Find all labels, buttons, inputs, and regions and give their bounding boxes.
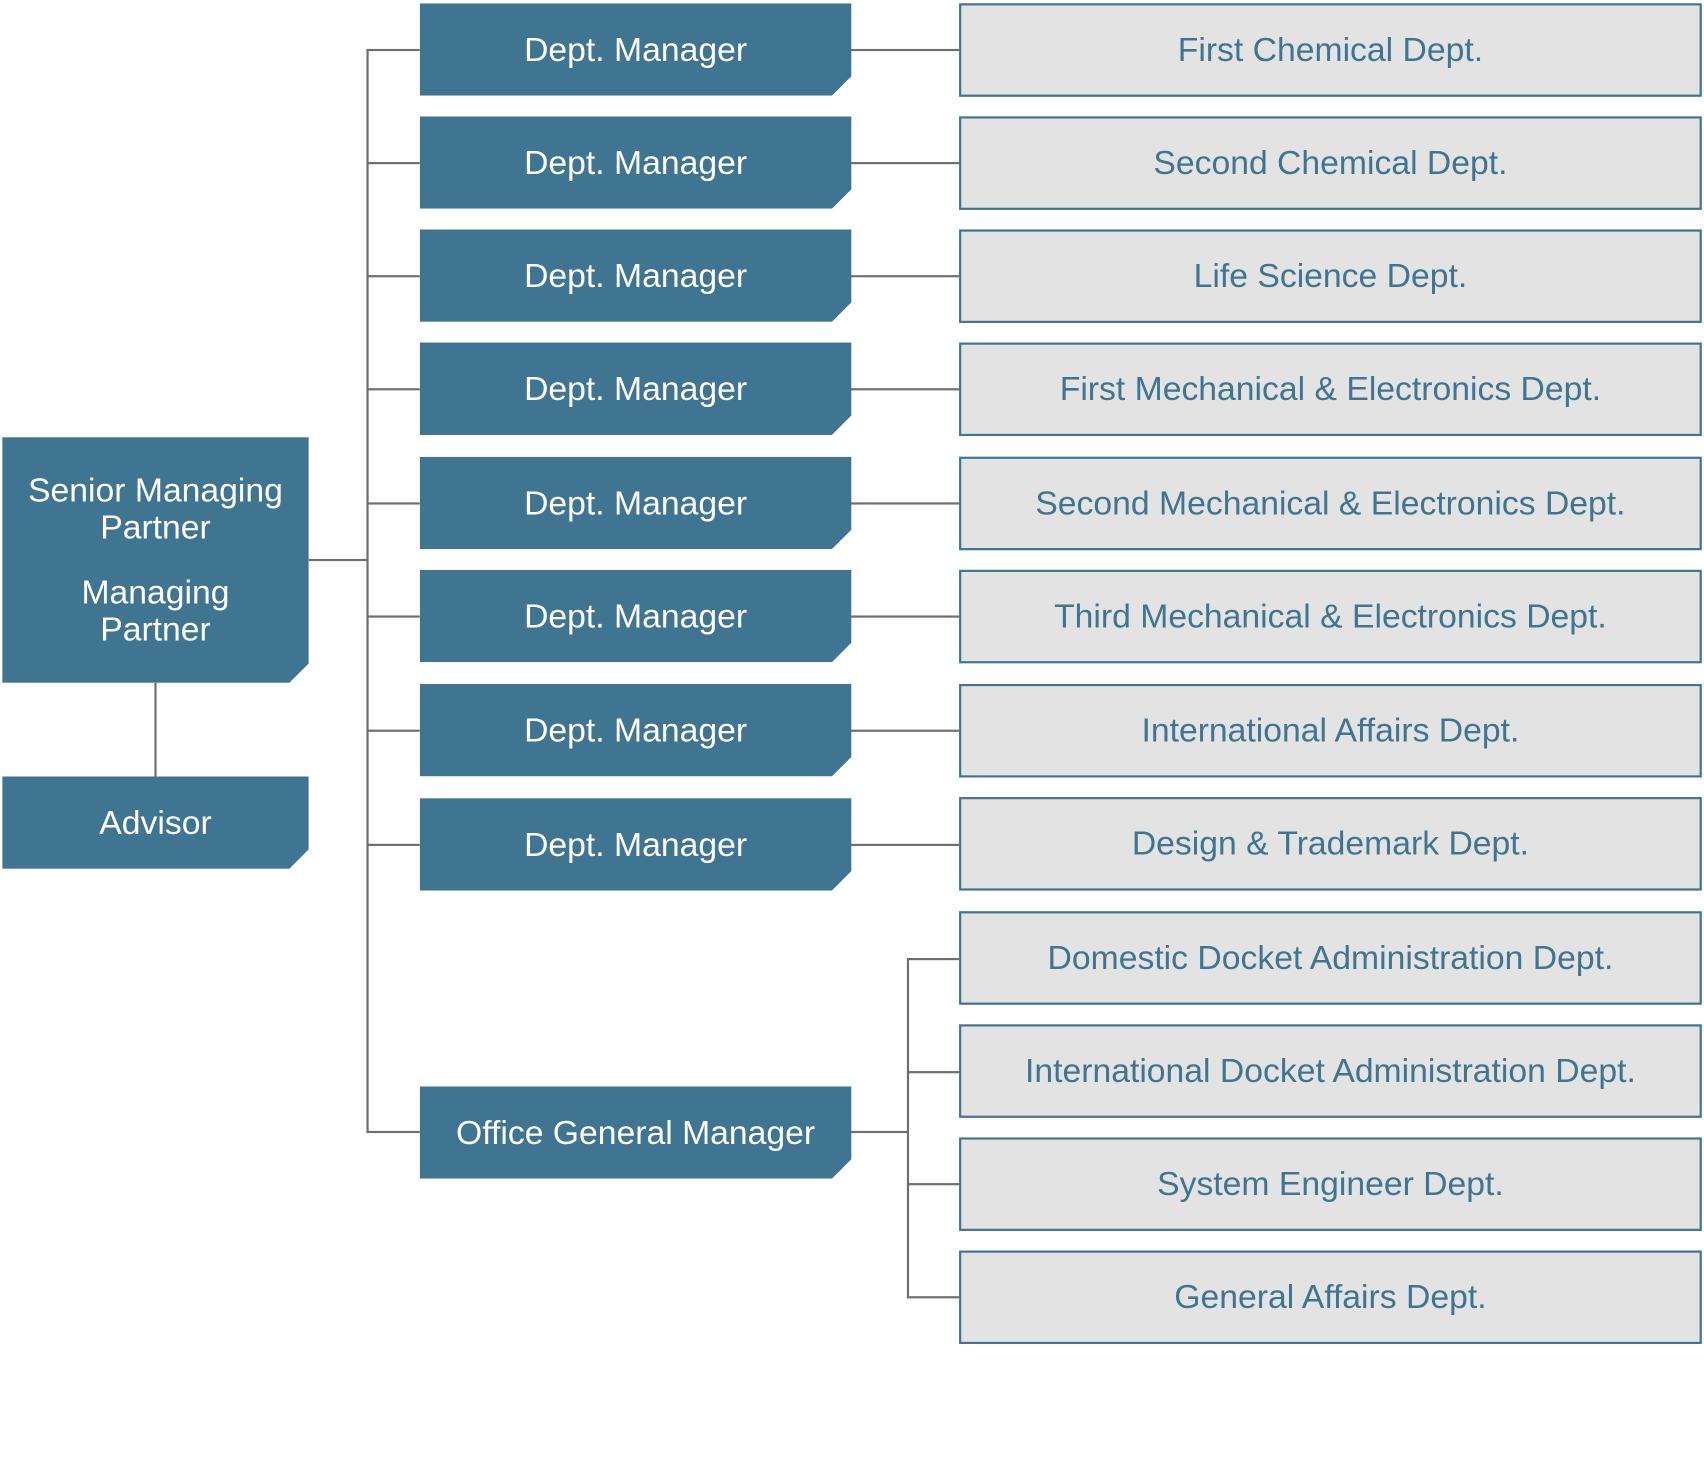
department-box: System Engineer Dept. (959, 1137, 1702, 1231)
connector (850, 275, 961, 278)
advisor-label: Advisor (99, 803, 212, 842)
office-general-manager-label: Office General Manager (456, 1112, 816, 1152)
connector (366, 48, 369, 1134)
connector (850, 48, 961, 52)
dept-manager-label: Dept. Manager (524, 29, 748, 68)
leadership-title: Senior Managing Partner (28, 470, 283, 546)
department-box: Second Chemical Dept. (959, 116, 1702, 210)
department-label: First Chemical Dept. (1177, 30, 1484, 69)
dept-manager-box: Dept. Manager (420, 3, 852, 95)
dept-manager-box: Dept. Manager (420, 570, 852, 662)
dept-manager-label: Dept. Manager (524, 369, 748, 408)
department-box: Life Science Dept. (959, 229, 1702, 323)
connector (850, 162, 961, 165)
department-box: Second Mechanical & Electronics Dept. (959, 456, 1702, 551)
department-label: Domestic Docket Administration Dept. (1047, 938, 1614, 977)
department-label: First Mechanical & Electronics Dept. (1059, 369, 1602, 408)
dept-manager-box: Dept. Manager (420, 798, 852, 890)
department-label: International Affairs Dept. (1141, 711, 1520, 750)
connector (366, 1130, 420, 1134)
department-label: Third Mechanical & Electronics Dept. (1054, 596, 1607, 636)
dept-manager-label: Dept. Manager (524, 142, 748, 182)
connector (906, 957, 961, 961)
connector (154, 682, 157, 777)
department-label: Life Science Dept. (1193, 256, 1468, 295)
connector (906, 1296, 961, 1299)
connector (366, 615, 420, 618)
department-box: Design & Trademark Dept. (959, 797, 1702, 891)
dept-manager-label: Dept. Manager (524, 483, 748, 522)
department-box: International Affairs Dept. (959, 683, 1702, 778)
department-label: Second Chemical Dept. (1153, 143, 1508, 182)
department-box: International Docket Administration Dept… (959, 1024, 1702, 1118)
connector (366, 162, 420, 165)
dept-manager-label: Dept. Manager (524, 256, 748, 295)
department-box: First Chemical Dept. (959, 3, 1702, 97)
department-box: First Mechanical & Electronics Dept. (959, 342, 1702, 437)
dept-manager-label: Dept. Manager (524, 710, 748, 749)
connector (906, 957, 910, 1299)
connector (850, 615, 961, 618)
dept-manager-label: Dept. Manager (524, 824, 748, 863)
dept-manager-box: Dept. Manager (420, 457, 852, 549)
department-box: General Affairs Dept. (959, 1250, 1702, 1345)
connector (366, 388, 420, 391)
dept-manager-box: Dept. Manager (420, 343, 852, 435)
dept-manager-box: Dept. Manager (420, 229, 852, 321)
connector (850, 502, 961, 505)
dept-manager-box: Dept. Manager (420, 116, 852, 208)
connector (366, 275, 420, 278)
connector (850, 729, 961, 732)
connector (850, 388, 961, 391)
managing-partner-title: Managing Partner (81, 573, 230, 649)
connector (366, 48, 420, 52)
department-label: System Engineer Dept. (1157, 1164, 1504, 1203)
connector (906, 1071, 961, 1074)
department-label: Design & Trademark Dept. (1131, 824, 1530, 863)
connector (366, 502, 420, 505)
connector (308, 558, 368, 562)
dept-manager-label: Dept. Manager (524, 596, 748, 635)
dept-manager-box: Dept. Manager (420, 684, 852, 776)
senior-managing-partner-box: Senior Managing Partner Managing Partner (2, 437, 309, 683)
department-label: Second Mechanical & Electronics Dept. (1035, 483, 1626, 522)
office-general-manager-box: Office General Manager (420, 1086, 852, 1178)
connector (366, 843, 420, 846)
department-label: International Docket Administration Dept… (1025, 1051, 1636, 1090)
department-box: Third Mechanical & Electronics Dept. (959, 569, 1702, 664)
connector (366, 729, 420, 732)
department-box: Domestic Docket Administration Dept. (959, 911, 1702, 1005)
advisor-box: Advisor (2, 776, 309, 868)
connector (850, 843, 961, 846)
connector (906, 1183, 961, 1186)
connector (850, 1130, 908, 1134)
department-label: General Affairs Dept. (1174, 1277, 1487, 1316)
